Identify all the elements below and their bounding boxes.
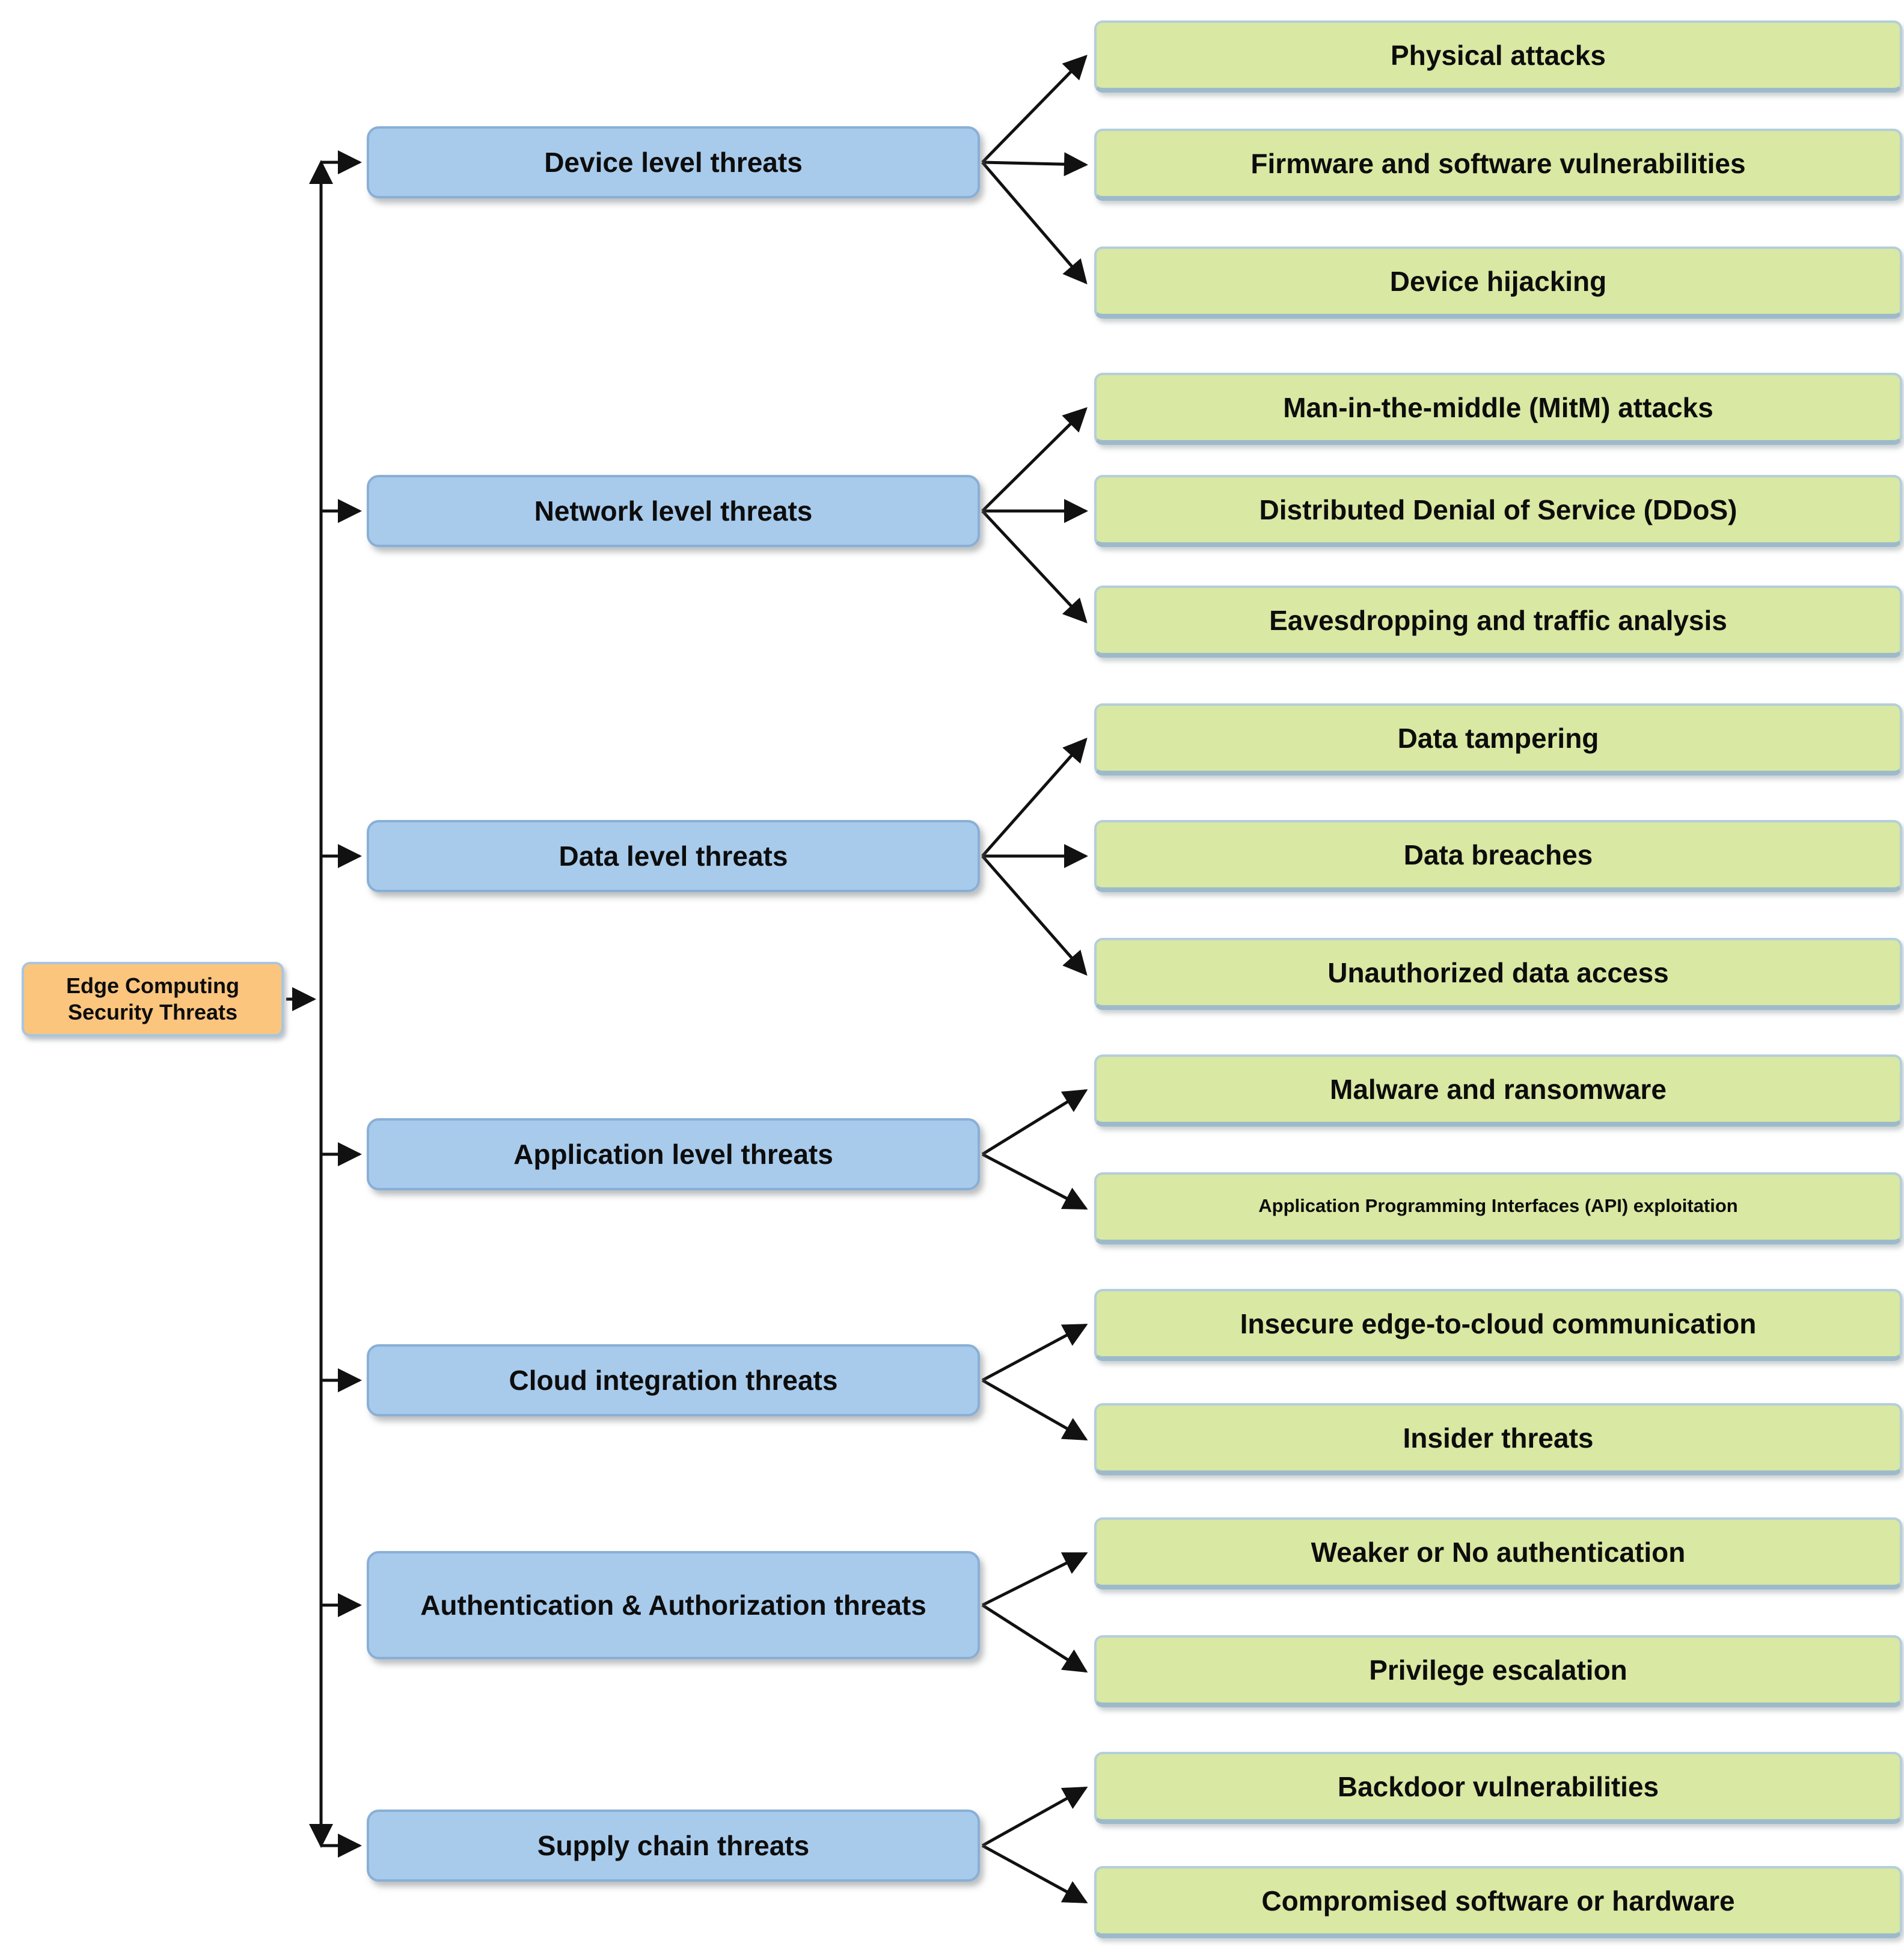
leaf-eavesdropping-and-traffic-analysis: Eavesdropping and traffic analysis <box>1094 586 1902 658</box>
leaf-api-exploitation: Application Programming Interfaces (API)… <box>1094 1172 1902 1244</box>
connector-fan <box>981 738 1088 857</box>
leaf-distributed-denial-of-service: Distributed Denial of Service (DDoS) <box>1094 475 1902 547</box>
leaf-compromised-software-or-hardware: Compromised software or hardware <box>1094 1866 1902 1938</box>
connector-fan <box>981 510 1088 623</box>
category-data-level-threats: Data level threats <box>367 820 980 892</box>
connector-fan <box>981 1603 1088 1673</box>
leaf-firmware-and-software-vulnerabilities: Firmware and software vulnerabilities <box>1094 129 1902 201</box>
category-authentication-authorization-threats: Authentication & Authorization threats <box>367 1551 980 1659</box>
leaf-physical-attacks: Physical attacks <box>1094 20 1902 93</box>
connector-fan <box>981 1844 1088 1904</box>
connector-fan <box>981 1152 1088 1210</box>
category-network-level-threats: Network level threats <box>367 475 980 547</box>
connector-fan <box>981 1786 1088 1847</box>
connector-fan <box>981 407 1088 512</box>
leaf-insecure-edge-to-cloud-communication: Insecure edge-to-cloud communication <box>1094 1289 1902 1361</box>
connector-fan <box>981 1323 1088 1382</box>
leaf-insider-threats: Insider threats <box>1094 1403 1902 1475</box>
leaf-man-in-the-middle-attacks: Man-in-the-middle (MitM) attacks <box>1094 373 1902 445</box>
root-node-edge-computing-security-threats: Edge Computing Security Threats <box>22 962 284 1036</box>
category-cloud-integration-threats: Cloud integration threats <box>367 1344 980 1416</box>
leaf-data-breaches: Data breaches <box>1094 820 1902 892</box>
connector-fan <box>981 1089 1088 1156</box>
leaf-backdoor-vulnerabilities: Backdoor vulnerabilities <box>1094 1752 1902 1824</box>
connector-fan <box>981 55 1088 164</box>
category-supply-chain-threats: Supply chain threats <box>367 1810 980 1882</box>
leaf-weaker-or-no-authentication: Weaker or No authentication <box>1094 1517 1902 1590</box>
category-application-level-threats: Application level threats <box>367 1118 980 1190</box>
leaf-privilege-escalation: Privilege escalation <box>1094 1635 1902 1707</box>
connector-fan <box>982 152 1088 177</box>
leaf-device-hijacking: Device hijacking <box>1094 246 1902 319</box>
category-device-level-threats: Device level threats <box>367 126 980 198</box>
leaf-data-tampering: Data tampering <box>1094 703 1902 776</box>
leaf-malware-and-ransomware: Malware and ransomware <box>1094 1054 1902 1127</box>
connector-fan <box>981 161 1088 285</box>
connector-fan <box>981 1378 1088 1441</box>
connector-fan <box>981 855 1088 976</box>
leaf-unauthorized-data-access: Unauthorized data access <box>1094 938 1902 1010</box>
connector-fan <box>981 1552 1088 1607</box>
